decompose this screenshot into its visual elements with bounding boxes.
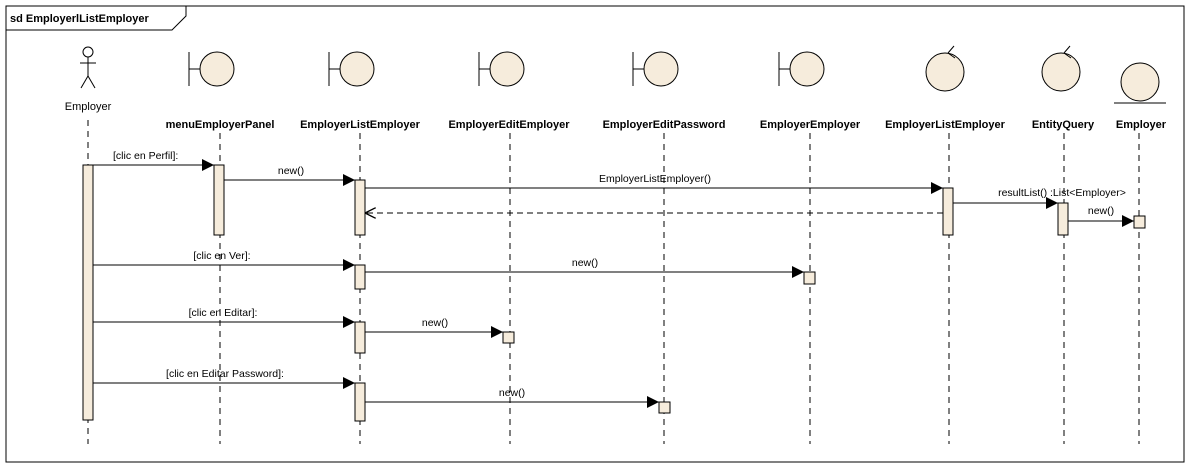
- lifeline-label-entity-query: EntityQuery: [1032, 119, 1095, 131]
- message-label: new(): [499, 387, 525, 399]
- activation-bar: [502, 331, 515, 344]
- boundary-icon: [778, 51, 825, 87]
- activation-bar: [354, 382, 366, 422]
- message-label: new(): [1088, 205, 1114, 217]
- message-label: [clic en Editar Password]:: [166, 368, 284, 380]
- lifeline-label-employer-list-employer-control: EmployerListEmployer: [885, 119, 1006, 131]
- activation-bar: [354, 264, 366, 290]
- lifeline-label-employer-edit-password: EmployerEditPassword: [603, 119, 726, 131]
- frame-title: sd EmployerlListEmployer: [10, 13, 149, 25]
- boundary-icon: [632, 51, 679, 87]
- activation-bar: [942, 187, 954, 236]
- lifeline-label-employer-employer: EmployerEmployer: [760, 119, 861, 131]
- actor-icon: [80, 46, 96, 89]
- message-label: [clic en Ver]:: [193, 250, 250, 262]
- lifeline-label-employer-list-employer-boundary: EmployerListEmployer: [300, 119, 421, 131]
- sequence-frame: sd EmployerlListEmployer: [5, 5, 1185, 463]
- activation-bar: [658, 401, 671, 414]
- lifeline-label-employer-edit-employer: EmployerEditEmployer: [448, 119, 570, 131]
- message-label: EmployerListEmployer(): [599, 173, 711, 185]
- boundary-icon: [188, 51, 235, 87]
- message-arrows: [93, 159, 1134, 408]
- boundary-icon: [328, 51, 375, 87]
- message-label: [clic en Perfil]:: [113, 150, 178, 162]
- activations: [82, 164, 1146, 422]
- activation-bar: [213, 164, 225, 236]
- message-label: [clic en Editar]:: [189, 307, 258, 319]
- activation-bar: [354, 321, 366, 354]
- lifelines: [87, 120, 1140, 444]
- control-icon: [925, 45, 965, 92]
- boundary-icon: [478, 51, 525, 87]
- activation-bar: [1057, 202, 1069, 236]
- control-icon: [1041, 45, 1081, 92]
- activation-bar: [1133, 215, 1146, 229]
- message-label: resultList() :List<Employer>: [998, 187, 1126, 199]
- lifeline-label-employer-entity: Employer: [1116, 119, 1167, 131]
- message-label: new(): [278, 165, 304, 177]
- message-label: new(): [572, 257, 598, 269]
- entity-icon: [1114, 62, 1166, 104]
- message-label: new(): [422, 317, 448, 329]
- lifeline-label-menu-employer-panel: menuEmployerPanel: [166, 119, 275, 131]
- activation-bar: [82, 164, 94, 421]
- activation-bar: [354, 179, 366, 236]
- lifeline-label-employer-actor: Employer: [65, 101, 112, 113]
- activation-bar: [803, 271, 816, 285]
